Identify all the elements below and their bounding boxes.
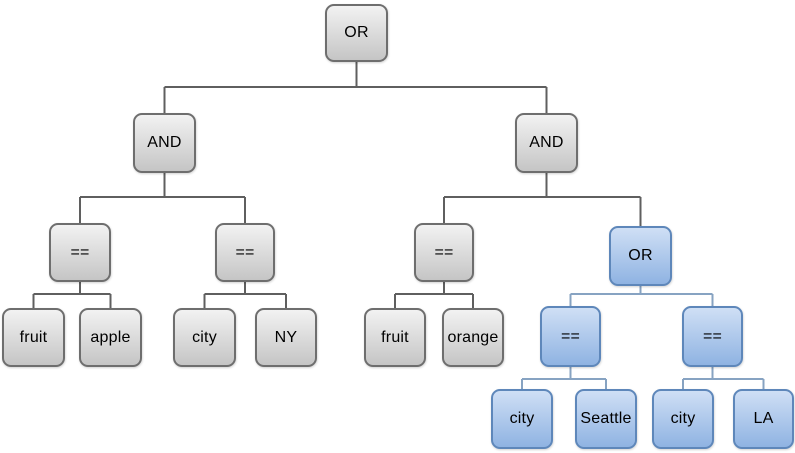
edge-eq-2: [203, 282, 287, 308]
tree-node-or-blue: OR: [609, 226, 672, 286]
tree-node-ny: NY: [255, 308, 317, 367]
tree-node-eq-blue-1: ==: [540, 306, 601, 367]
tree-node-city-3: city: [652, 389, 714, 449]
edge-eq-1: [32, 282, 112, 308]
tree-node-fruit-1: fruit: [2, 308, 65, 367]
tree-node-eq-2: ==: [215, 223, 275, 282]
edge-and-right: [443, 173, 642, 226]
tree-node-and-left: AND: [133, 113, 196, 173]
tree-node-or-root: OR: [325, 4, 388, 62]
edge-and-left: [79, 173, 246, 223]
tree-node-fruit-2: fruit: [364, 308, 426, 367]
tree-node-eq-1: ==: [49, 223, 111, 282]
edge-or-root: [163, 62, 548, 113]
tree-node-city-2: city: [491, 389, 553, 449]
tree-node-and-right: AND: [515, 113, 578, 173]
tree-node-eq-blue-2: ==: [682, 306, 743, 367]
edge-eq-3: [394, 282, 474, 308]
tree-node-city-1: city: [173, 308, 236, 367]
edge-eq-blue-1: [521, 367, 607, 389]
tree-node-apple: apple: [79, 308, 142, 367]
tree-node-seattle: Seattle: [575, 389, 637, 449]
tree-node-orange: orange: [442, 308, 504, 367]
tree-node-eq-3: ==: [414, 223, 474, 282]
edge-eq-blue-2: [682, 367, 765, 389]
edge-or-blue: [569, 286, 714, 306]
tree-node-la: LA: [733, 389, 794, 449]
